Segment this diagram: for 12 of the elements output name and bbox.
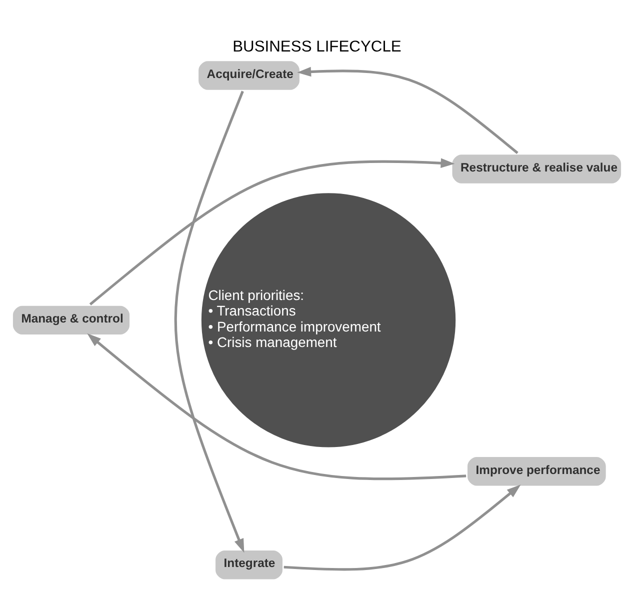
node-circle: Client priorities: • Transactions • Performance improvement • Crisis management <box>198 190 458 450</box>
arrow <box>87 333 466 480</box>
node-box: Integrate <box>212 548 286 582</box>
node-box: Manage & control <box>10 303 132 338</box>
arrow <box>297 66 518 154</box>
diagram-title: BUSINESS LIFECYCLE <box>232 38 402 56</box>
arrow <box>174 90 244 553</box>
arrow <box>89 158 455 306</box>
node-box: Restructure & realise value <box>450 152 624 186</box>
node-box: Improve performance <box>464 454 608 488</box>
node-box: Acquire/Create <box>196 58 302 92</box>
arrow <box>284 484 521 571</box>
